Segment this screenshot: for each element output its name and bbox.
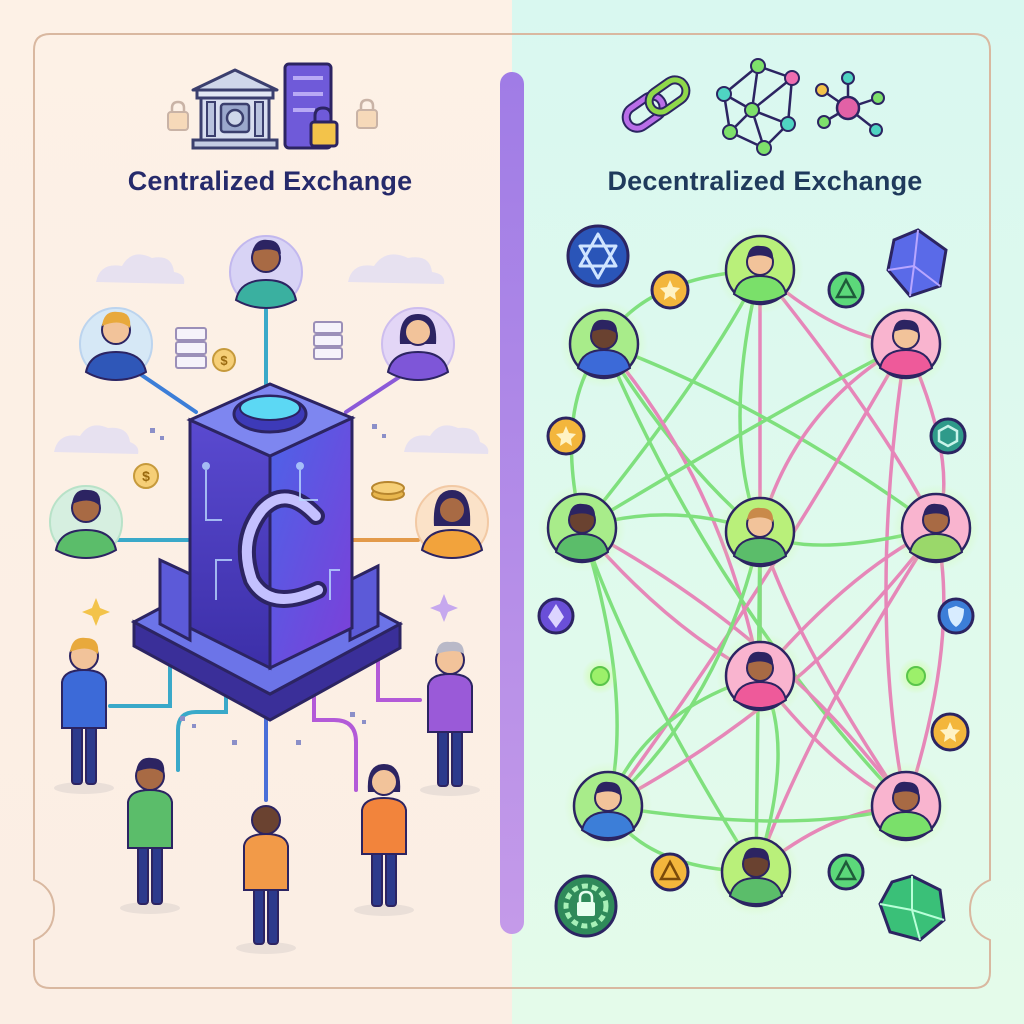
hexagon-token-icon xyxy=(929,417,967,455)
star-coin-icon xyxy=(546,416,586,456)
network-junction xyxy=(582,658,618,694)
standing-person xyxy=(354,764,414,916)
cloud-icon xyxy=(96,254,185,284)
peer-avatar xyxy=(712,828,800,916)
standing-person xyxy=(236,805,296,954)
molecule-icon xyxy=(815,71,885,137)
server-stack-icon xyxy=(313,321,343,360)
centralized-exchange-title: Centralized Exchange xyxy=(127,166,413,196)
peer-avatar xyxy=(716,488,804,576)
peer-avatar xyxy=(560,300,648,388)
triangle-token-icon xyxy=(827,271,865,309)
peer-avatar xyxy=(538,484,626,572)
server-lock-icon xyxy=(283,62,339,150)
padlock-icon xyxy=(356,98,378,129)
shield-token-icon xyxy=(937,597,975,635)
peer-avatar xyxy=(892,484,980,572)
standing-person xyxy=(420,641,480,796)
user-avatar xyxy=(49,485,123,560)
cloud-icon xyxy=(348,254,445,284)
center-divider xyxy=(500,72,524,934)
standing-person xyxy=(120,757,180,914)
network-link xyxy=(602,342,938,530)
peer-avatar-group xyxy=(538,226,980,916)
standing-person xyxy=(54,637,114,794)
network-link xyxy=(602,342,762,678)
server-stack-icon xyxy=(175,327,207,369)
padlock-icon xyxy=(167,100,189,131)
bank-icon xyxy=(191,68,279,150)
peer-avatar xyxy=(564,762,652,850)
svg-text:$: $ xyxy=(220,353,228,368)
user-avatar xyxy=(415,485,489,560)
crystal-icon xyxy=(878,874,946,942)
decentralized-exchange-title: Decentralized Exchange xyxy=(607,166,923,196)
mesh-network-icon xyxy=(716,58,800,156)
star-coin-icon xyxy=(930,712,970,752)
star-coin-icon xyxy=(650,270,690,310)
coin-stack-icon xyxy=(371,481,405,501)
svg-text:$: $ xyxy=(142,468,150,484)
network-link xyxy=(602,342,908,808)
peer-avatar xyxy=(862,762,950,850)
network-junction xyxy=(898,658,934,694)
triangle-token-icon xyxy=(827,853,865,891)
outer-frame xyxy=(33,33,991,989)
pixel-dots xyxy=(150,424,386,745)
chain-link-icon xyxy=(621,75,691,133)
central-exchange-hub xyxy=(130,382,404,722)
user-avatar xyxy=(79,307,153,382)
triangle-token-icon xyxy=(650,852,690,892)
hexagon-token-icon xyxy=(566,224,630,288)
user-avatar xyxy=(381,307,455,382)
sparkle-icon xyxy=(82,598,110,626)
ethereum-token-icon xyxy=(537,597,575,635)
peer-avatar xyxy=(716,226,804,314)
crystal-icon xyxy=(886,228,948,298)
sparkle-icon xyxy=(430,594,458,622)
dollar-coin-icon: $ xyxy=(212,348,236,372)
dollar-coin-icon: $ xyxy=(133,463,159,489)
network-link xyxy=(606,342,908,808)
cloud-icon xyxy=(404,425,489,454)
peer-avatar xyxy=(862,300,950,388)
cloud-icon xyxy=(54,425,139,454)
user-avatar xyxy=(229,235,303,310)
gear-lock-icon xyxy=(554,874,618,938)
peer-avatar xyxy=(716,632,804,720)
